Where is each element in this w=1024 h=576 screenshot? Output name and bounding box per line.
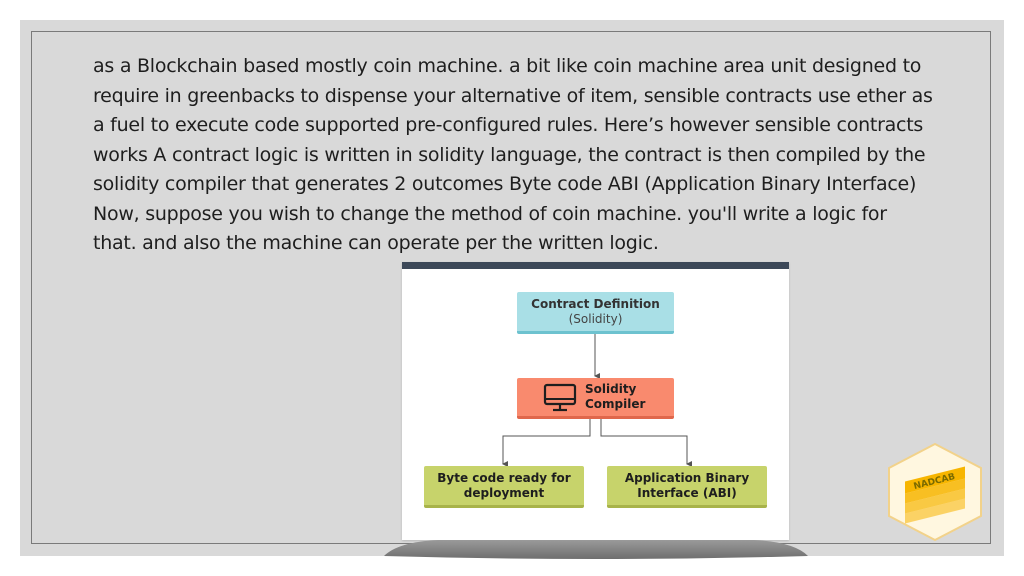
contract-flow-diagram: Contract Definition (Solidity) Solidity … [402,262,789,540]
bytecode-label-line2: deployment [463,486,545,500]
bytecode-label-line1: Byte code ready for [437,471,571,485]
monitor-icon [543,383,577,412]
contract-definition-subtitle: (Solidity) [568,312,623,326]
compiler-label-line1: Solidity [585,382,637,396]
slide-paragraph: as a Blockchain based mostly coin machin… [93,55,933,254]
contract-definition-node: Contract Definition (Solidity) [517,292,674,334]
abi-output-node: Application Binary Interface (ABI) [607,466,767,508]
bytecode-output-node: Byte code ready for deployment [424,466,584,508]
solidity-compiler-node: Solidity Compiler [517,378,674,419]
abi-label-line2: Interface (ABI) [637,486,737,500]
diagram-connectors [502,334,692,467]
diagram-top-bar [402,262,789,269]
abi-label-line1: Application Binary [624,471,750,485]
arrow-compiler-to-bytecode [502,419,591,467]
arrow-compiler-to-abi [600,419,692,467]
compiler-label-line2: Compiler [585,397,646,411]
contract-definition-title: Contract Definition [531,297,660,311]
nadcab-logo-icon: NADCAB [888,442,982,542]
diagram-stand-shadow [384,540,808,559]
